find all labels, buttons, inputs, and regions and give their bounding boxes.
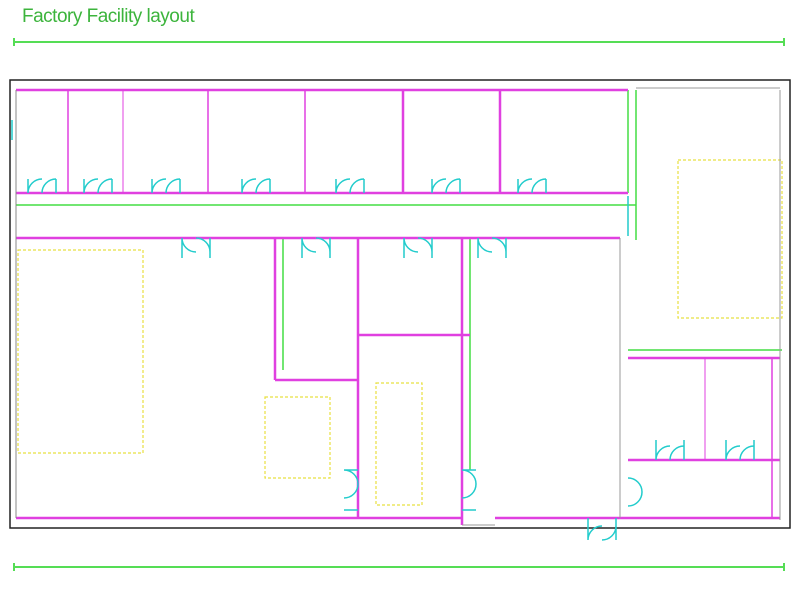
page-title: Factory Facility layout — [22, 6, 195, 27]
doors — [11, 120, 755, 541]
green-lines — [16, 90, 782, 470]
building-outline — [9, 79, 791, 529]
grey-walls — [462, 87, 781, 526]
zones — [17, 159, 783, 506]
bottom-dimension-line — [13, 563, 785, 571]
top-dimension-line — [13, 38, 785, 46]
walls — [15, 88, 780, 525]
